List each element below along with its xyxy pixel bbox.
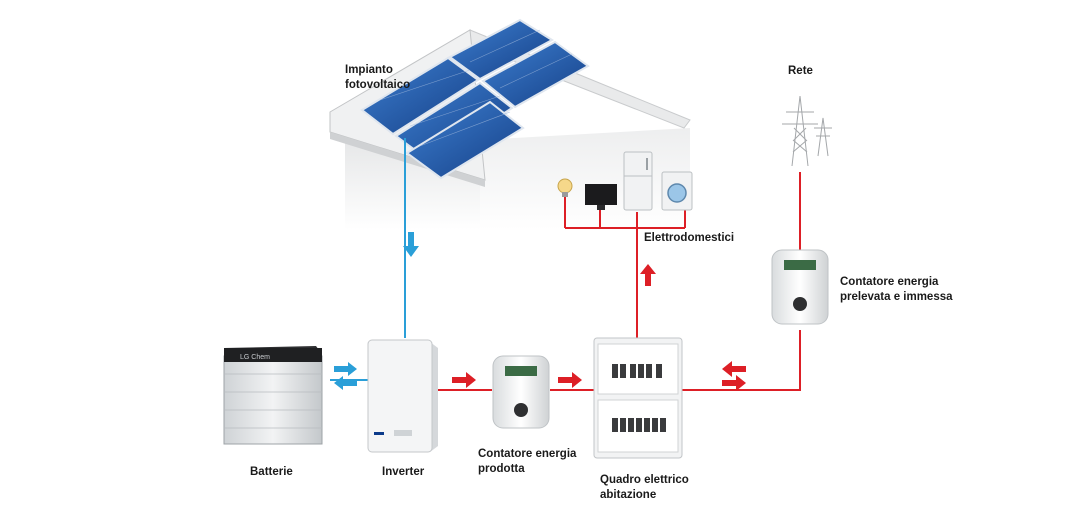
ac-wiring (436, 172, 801, 391)
arrow-left-dc (334, 376, 357, 390)
label-pv-system: Impianto fotovoltaico (345, 63, 410, 93)
label-line: Contatore energia (840, 276, 939, 288)
solar-cell-grid (379, 29, 573, 147)
panel-top-section (597, 343, 679, 395)
label-line: fotovoltaico (345, 79, 411, 91)
solar-panel (448, 18, 554, 81)
solar-panel (405, 100, 525, 180)
production-meter-device (492, 355, 550, 429)
battery-brand-text: LG Chem (240, 354, 270, 361)
label-inverter: Inverter (382, 466, 425, 478)
battery-body (223, 355, 323, 445)
solar-array (360, 18, 590, 180)
label-line: Quadro elettrico (600, 474, 689, 486)
label-line: Impianto (345, 64, 393, 76)
label-grid: Rete (788, 65, 813, 77)
arrow-down-dc (403, 232, 419, 257)
label-line: abitazione (600, 489, 657, 501)
arrow-right-ac (452, 372, 476, 388)
panel-to-grid-line (682, 330, 801, 391)
solar-panel (481, 40, 590, 109)
label-line: Contatore energia (478, 448, 577, 460)
bidirectional-meter-device (771, 249, 829, 325)
label-line: prelevata e immessa (840, 291, 953, 303)
arrow-right-ac (558, 372, 582, 388)
arrow-left-ac (722, 361, 746, 377)
battery-header (224, 348, 322, 362)
inverter-display (394, 430, 412, 436)
label-production-meter: Contatore energia prodotta (478, 447, 576, 477)
meter-knob (793, 297, 807, 311)
washing-machine-icon (661, 171, 693, 211)
power-pylon-icon (782, 95, 832, 167)
inverter-status-led (374, 432, 384, 435)
label-electrical-panel: Quadro elettrico abitazione (600, 473, 689, 503)
arrow-up-ac (640, 264, 656, 286)
arrow-right-ac-grid (722, 375, 746, 391)
arrow-right-dc (334, 362, 357, 376)
label-line: prodotta (478, 463, 525, 475)
light-bulb-icon (557, 178, 573, 197)
appliances-group (557, 151, 693, 211)
refrigerator-icon (623, 151, 653, 211)
tv-icon (585, 184, 617, 210)
electrical-panel-device (593, 337, 683, 459)
battery-unit: LG Chem (223, 346, 323, 445)
label-batteries: Batterie (250, 466, 293, 478)
meter-display (784, 260, 816, 270)
label-appliances: Elettrodomestici (644, 232, 735, 244)
meter-display (505, 366, 537, 376)
inverter-unit (367, 339, 438, 453)
inverter-body (367, 339, 433, 453)
label-bidirectional-meter: Contatore energia prelevata e immessa (840, 275, 953, 305)
meter-knob (514, 403, 528, 417)
house-side-wall (480, 128, 690, 230)
